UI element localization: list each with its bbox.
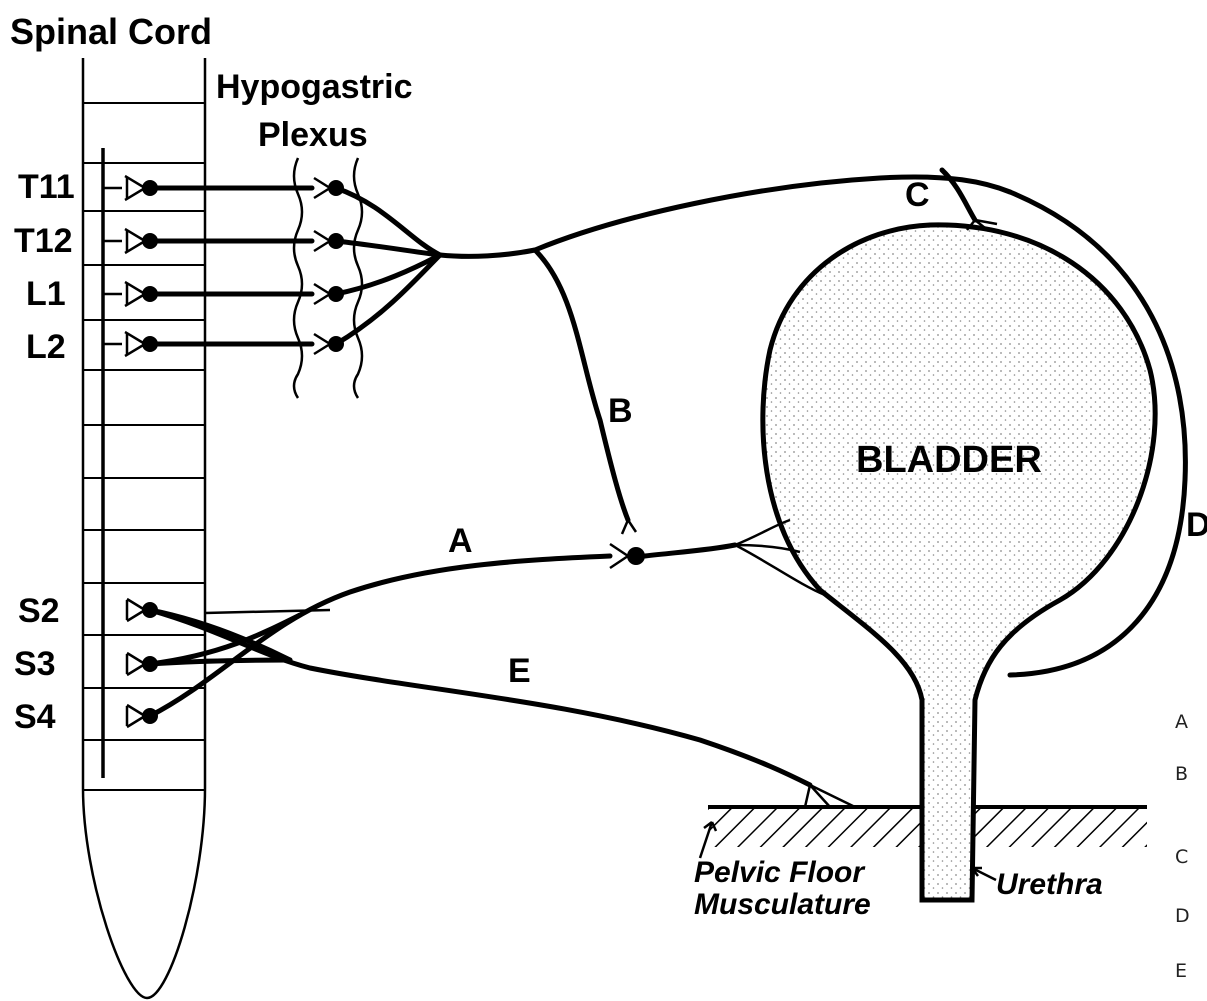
segment-label-l1: L1 [26, 275, 66, 313]
label-nerve-d: D [1186, 506, 1207, 544]
spinal-cord-title: Spinal Cord [10, 11, 212, 52]
plexus-ganglion-neurons [314, 178, 344, 354]
segment-label-l2: L2 [26, 328, 66, 366]
spinal-cord [83, 58, 205, 998]
plexus-label-line1: Hypogastric [216, 68, 413, 106]
segment-label-s3: S3 [14, 645, 56, 683]
side-option-b: B [1175, 763, 1188, 785]
side-option-c: C [1175, 846, 1188, 868]
label-nerve-e: E [508, 652, 531, 690]
bladder-label: BLADDER [856, 439, 1042, 481]
label-nerve-a: A [448, 522, 473, 560]
segment-label-s2: S2 [18, 592, 60, 630]
pelvic-floor-label-line2: Musculature [694, 888, 871, 921]
label-nerve-c: C [905, 176, 930, 214]
urethra-arrow [972, 868, 996, 880]
side-option-a: A [1175, 711, 1188, 733]
nerve-b [535, 250, 628, 520]
plexus-label-line2: Plexus [258, 116, 368, 154]
pelvic-floor-label-line1: Pelvic Floor [694, 856, 866, 889]
segment-label-s4: S4 [14, 698, 56, 736]
label-nerve-b: B [608, 392, 633, 430]
segment-label-t11: T11 [18, 168, 75, 206]
urethra-label: Urethra [996, 868, 1103, 901]
segment-label-t12: T12 [14, 222, 73, 260]
side-option-e: E [1175, 960, 1187, 982]
side-option-d: D [1175, 905, 1190, 927]
pelvic-ganglion-neuron [610, 544, 645, 568]
nerve-e-endings [805, 785, 855, 807]
